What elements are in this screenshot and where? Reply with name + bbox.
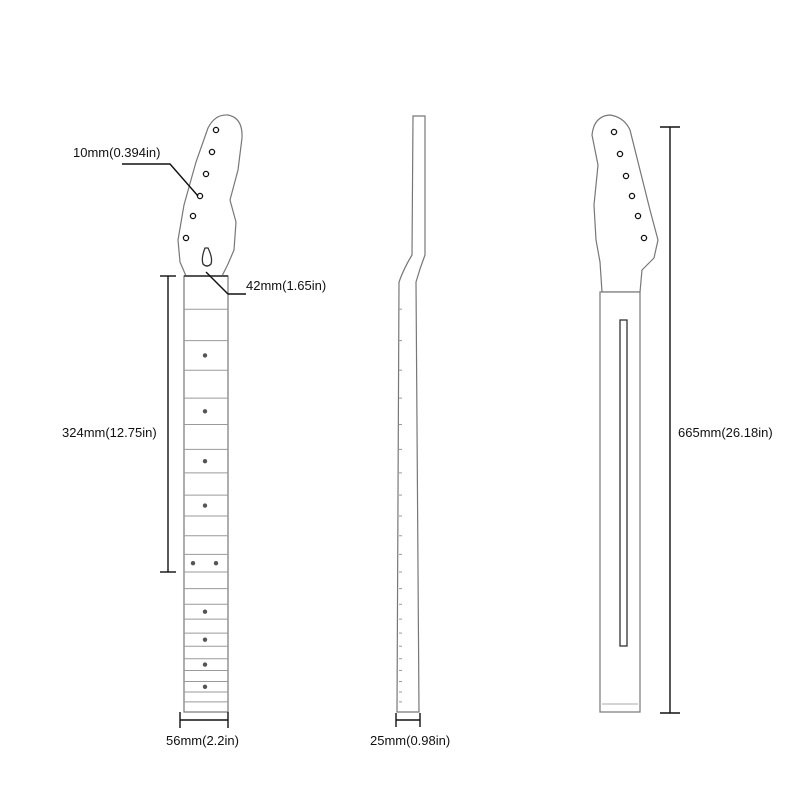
tuner-hole [202,170,210,178]
truss-rod-access [201,247,213,267]
inlay-dot [202,609,208,614]
inlay-dot [190,560,196,566]
tuner-hole [622,172,630,180]
heel-width-label: 56mm(2.2in) [166,733,239,748]
tuner-hole [634,212,642,220]
tuner-hole [628,192,636,200]
back-headstock [591,114,659,293]
inlay-dot [202,409,208,414]
tuner-holes-back [610,128,648,242]
fret-lines [184,308,228,703]
inlay-dot [202,684,208,689]
fret-inlay-dots [190,353,219,689]
total-length-label: 665mm(26.18in) [678,425,773,440]
inlay-dot [202,662,208,667]
dimension-lines [122,126,680,728]
front-view-neck [177,114,243,713]
tuner-hole [189,212,197,220]
scale-length-label: 324mm(12.75in) [62,425,157,440]
side-view-neck [396,115,426,713]
nut-width-leader [205,271,246,295]
tuner-hole [208,148,216,156]
nut-width-label: 42mm(1.65in) [246,278,327,293]
inlay-dot [202,458,208,464]
front-headstock [177,114,243,277]
inlay-dot [213,560,219,566]
tuner-hole [610,128,618,136]
tuner-hole [212,126,220,134]
tuner-hole [182,234,190,242]
tuner-hole [616,150,624,158]
tuner-hole [640,234,648,242]
side-profile [396,115,426,713]
inlay-dot [202,637,208,642]
back-view-neck [591,114,659,713]
inlay-dot [202,503,208,508]
truss-rod-channel [619,319,628,647]
side-fret-ticks [399,308,402,703]
neck-thickness-label: 25mm(0.98in) [370,733,451,748]
tuner-hole-label: 10mm(0.394in) [73,145,161,160]
inlay-dot [202,353,208,358]
tuner-hole-leader [122,163,199,197]
